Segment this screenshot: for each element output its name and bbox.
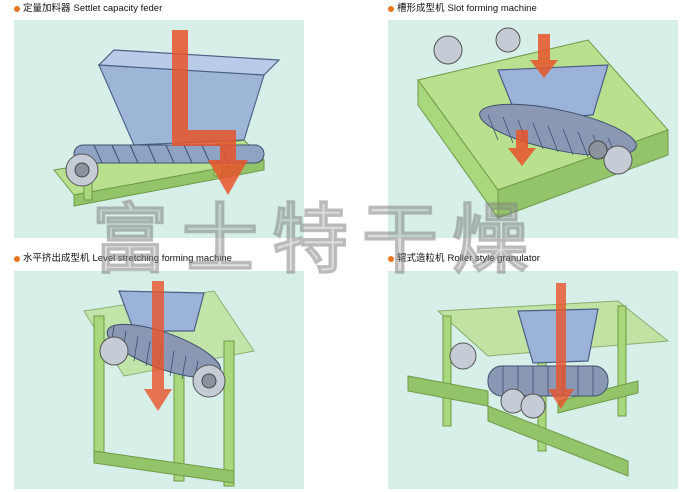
panel-roller-granulator	[388, 271, 678, 489]
roller-granulator-illustration	[407, 283, 670, 477]
bullet-icon	[388, 256, 394, 262]
caption-settlet-feeder: 定量加料器 Settlet capacity feder	[14, 3, 162, 15]
caption-slot-forming: 槽形成型机 Slot forming machine	[388, 3, 537, 15]
bullet-icon	[14, 6, 20, 12]
panel-settlet-feeder	[14, 20, 304, 238]
slot-forming-illustration	[417, 27, 669, 220]
level-stretching-illustration	[83, 281, 255, 487]
caption-roller-granulator: 辊式造粒机 Roller style granulator	[388, 253, 540, 265]
caption-level-stretching: 水平挤出成型机 Level stretching forming machine	[14, 253, 232, 265]
panel-level-stretching	[14, 271, 304, 489]
bullet-icon	[388, 6, 394, 12]
bullet-icon	[14, 256, 20, 262]
feeder-illustration	[53, 30, 281, 207]
panel-slot-forming	[388, 20, 678, 238]
